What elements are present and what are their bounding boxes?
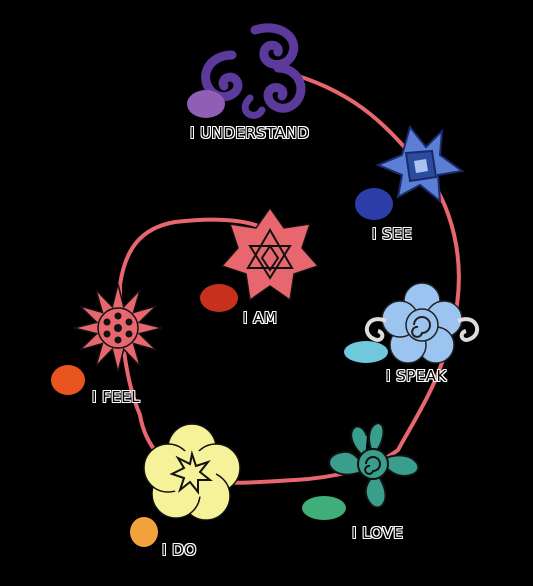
label-i-feel: I FEEL bbox=[92, 388, 141, 406]
label-i-speak: I SPEAK bbox=[386, 367, 447, 385]
loop-flower-icon bbox=[328, 422, 420, 509]
spiral-cluster-icon bbox=[201, 23, 306, 119]
aquamarine-stone bbox=[344, 341, 388, 363]
label-i-love: I LOVE bbox=[352, 524, 404, 542]
amethyst-stone bbox=[187, 90, 225, 118]
lapis-stone bbox=[355, 188, 393, 220]
label-i-understand: I UNDERSTAND bbox=[190, 124, 310, 142]
red-jasper-stone bbox=[200, 284, 238, 312]
spiked-sun-icon bbox=[73, 283, 163, 373]
sun-flower-icon bbox=[143, 423, 241, 521]
citrine-stone bbox=[130, 517, 158, 547]
connecting-path bbox=[117, 73, 461, 485]
label-i-do: I DO bbox=[162, 541, 197, 559]
swirl-flower-icon bbox=[364, 282, 480, 364]
carnelian-stone bbox=[51, 365, 85, 395]
green-fluorite-stone bbox=[302, 496, 346, 520]
star-flower-icon bbox=[375, 124, 465, 204]
label-i-am: I AM bbox=[243, 309, 278, 327]
star-lotus-icon bbox=[220, 206, 320, 302]
label-i-see: I SEE bbox=[372, 225, 413, 243]
